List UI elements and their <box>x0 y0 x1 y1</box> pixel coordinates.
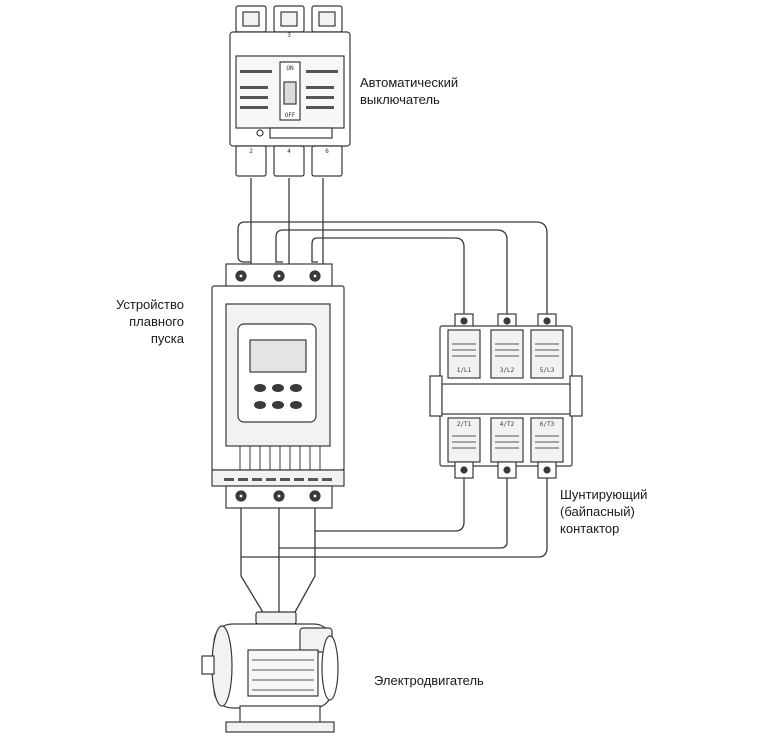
wire-bypass-in-l1 <box>237 221 548 316</box>
motor-label-text: Электродвигатель <box>374 673 484 688</box>
soft-starter-label-line-2: плавного <box>129 314 184 329</box>
breaker-terminal-6: 6 <box>325 148 329 155</box>
breaker-terminal-4: 4 <box>287 148 291 155</box>
wires <box>237 178 548 615</box>
electric-motor <box>201 611 339 733</box>
contactor-terminal-2-t1: 2/T1 <box>457 421 472 428</box>
breaker-off-label: OFF <box>285 112 296 119</box>
soft-starter-label-line-1: Устройство <box>115 297 184 312</box>
contactor-terminal-1-l1: 1/L1 <box>457 367 472 374</box>
wire-bypass-out-t2 <box>279 478 508 549</box>
soft-starter-label-line-3: пуска <box>150 331 184 346</box>
contactor-terminal-5-l3: 5/L3 <box>540 367 555 374</box>
motor-label: Электродвигатель <box>374 672 484 689</box>
contactor-terminal-3-l2: 3/L2 <box>500 367 515 374</box>
breaker-terminal-2: 2 <box>249 148 253 155</box>
soft-starter-label: Устройство плавного пуска <box>116 296 184 347</box>
contactor-terminal-4-t2: 4/T2 <box>500 421 515 428</box>
bypass-label-line-3: контактор <box>560 521 620 536</box>
soft-starter <box>211 263 345 509</box>
contactor-terminal-6-t3: 6/T3 <box>540 421 555 428</box>
breaker-terminal-3: 3 <box>287 32 291 39</box>
wire-bypass-out-t1 <box>315 478 465 532</box>
bypass-contactor: 1/L1 3/L2 5/L3 2/T1 4/T2 6/T3 <box>429 313 583 479</box>
wire-bypass-in-l3 <box>311 237 465 316</box>
breaker-label-line-1: Автоматический <box>360 75 459 90</box>
circuit-breaker: ON OFF 2 4 6 3 <box>229 5 351 177</box>
bypass-label-line-2: (байпасный) <box>560 504 635 519</box>
breaker-label: Автоматический выключатель <box>360 74 458 108</box>
bypass-label-line-1: Шунтирующий <box>560 487 648 502</box>
wire-out-l3 <box>293 504 316 615</box>
wire-bypass-in-l2 <box>275 229 508 316</box>
breaker-on-label: ON <box>286 65 294 72</box>
wire-out-l1 <box>240 504 265 615</box>
breaker-label-line-2: выключатель <box>360 92 440 107</box>
bypass-contactor-label: Шунтирующий (байпасный) контактор <box>560 486 647 537</box>
wire-bypass-out-t3 <box>241 478 548 558</box>
